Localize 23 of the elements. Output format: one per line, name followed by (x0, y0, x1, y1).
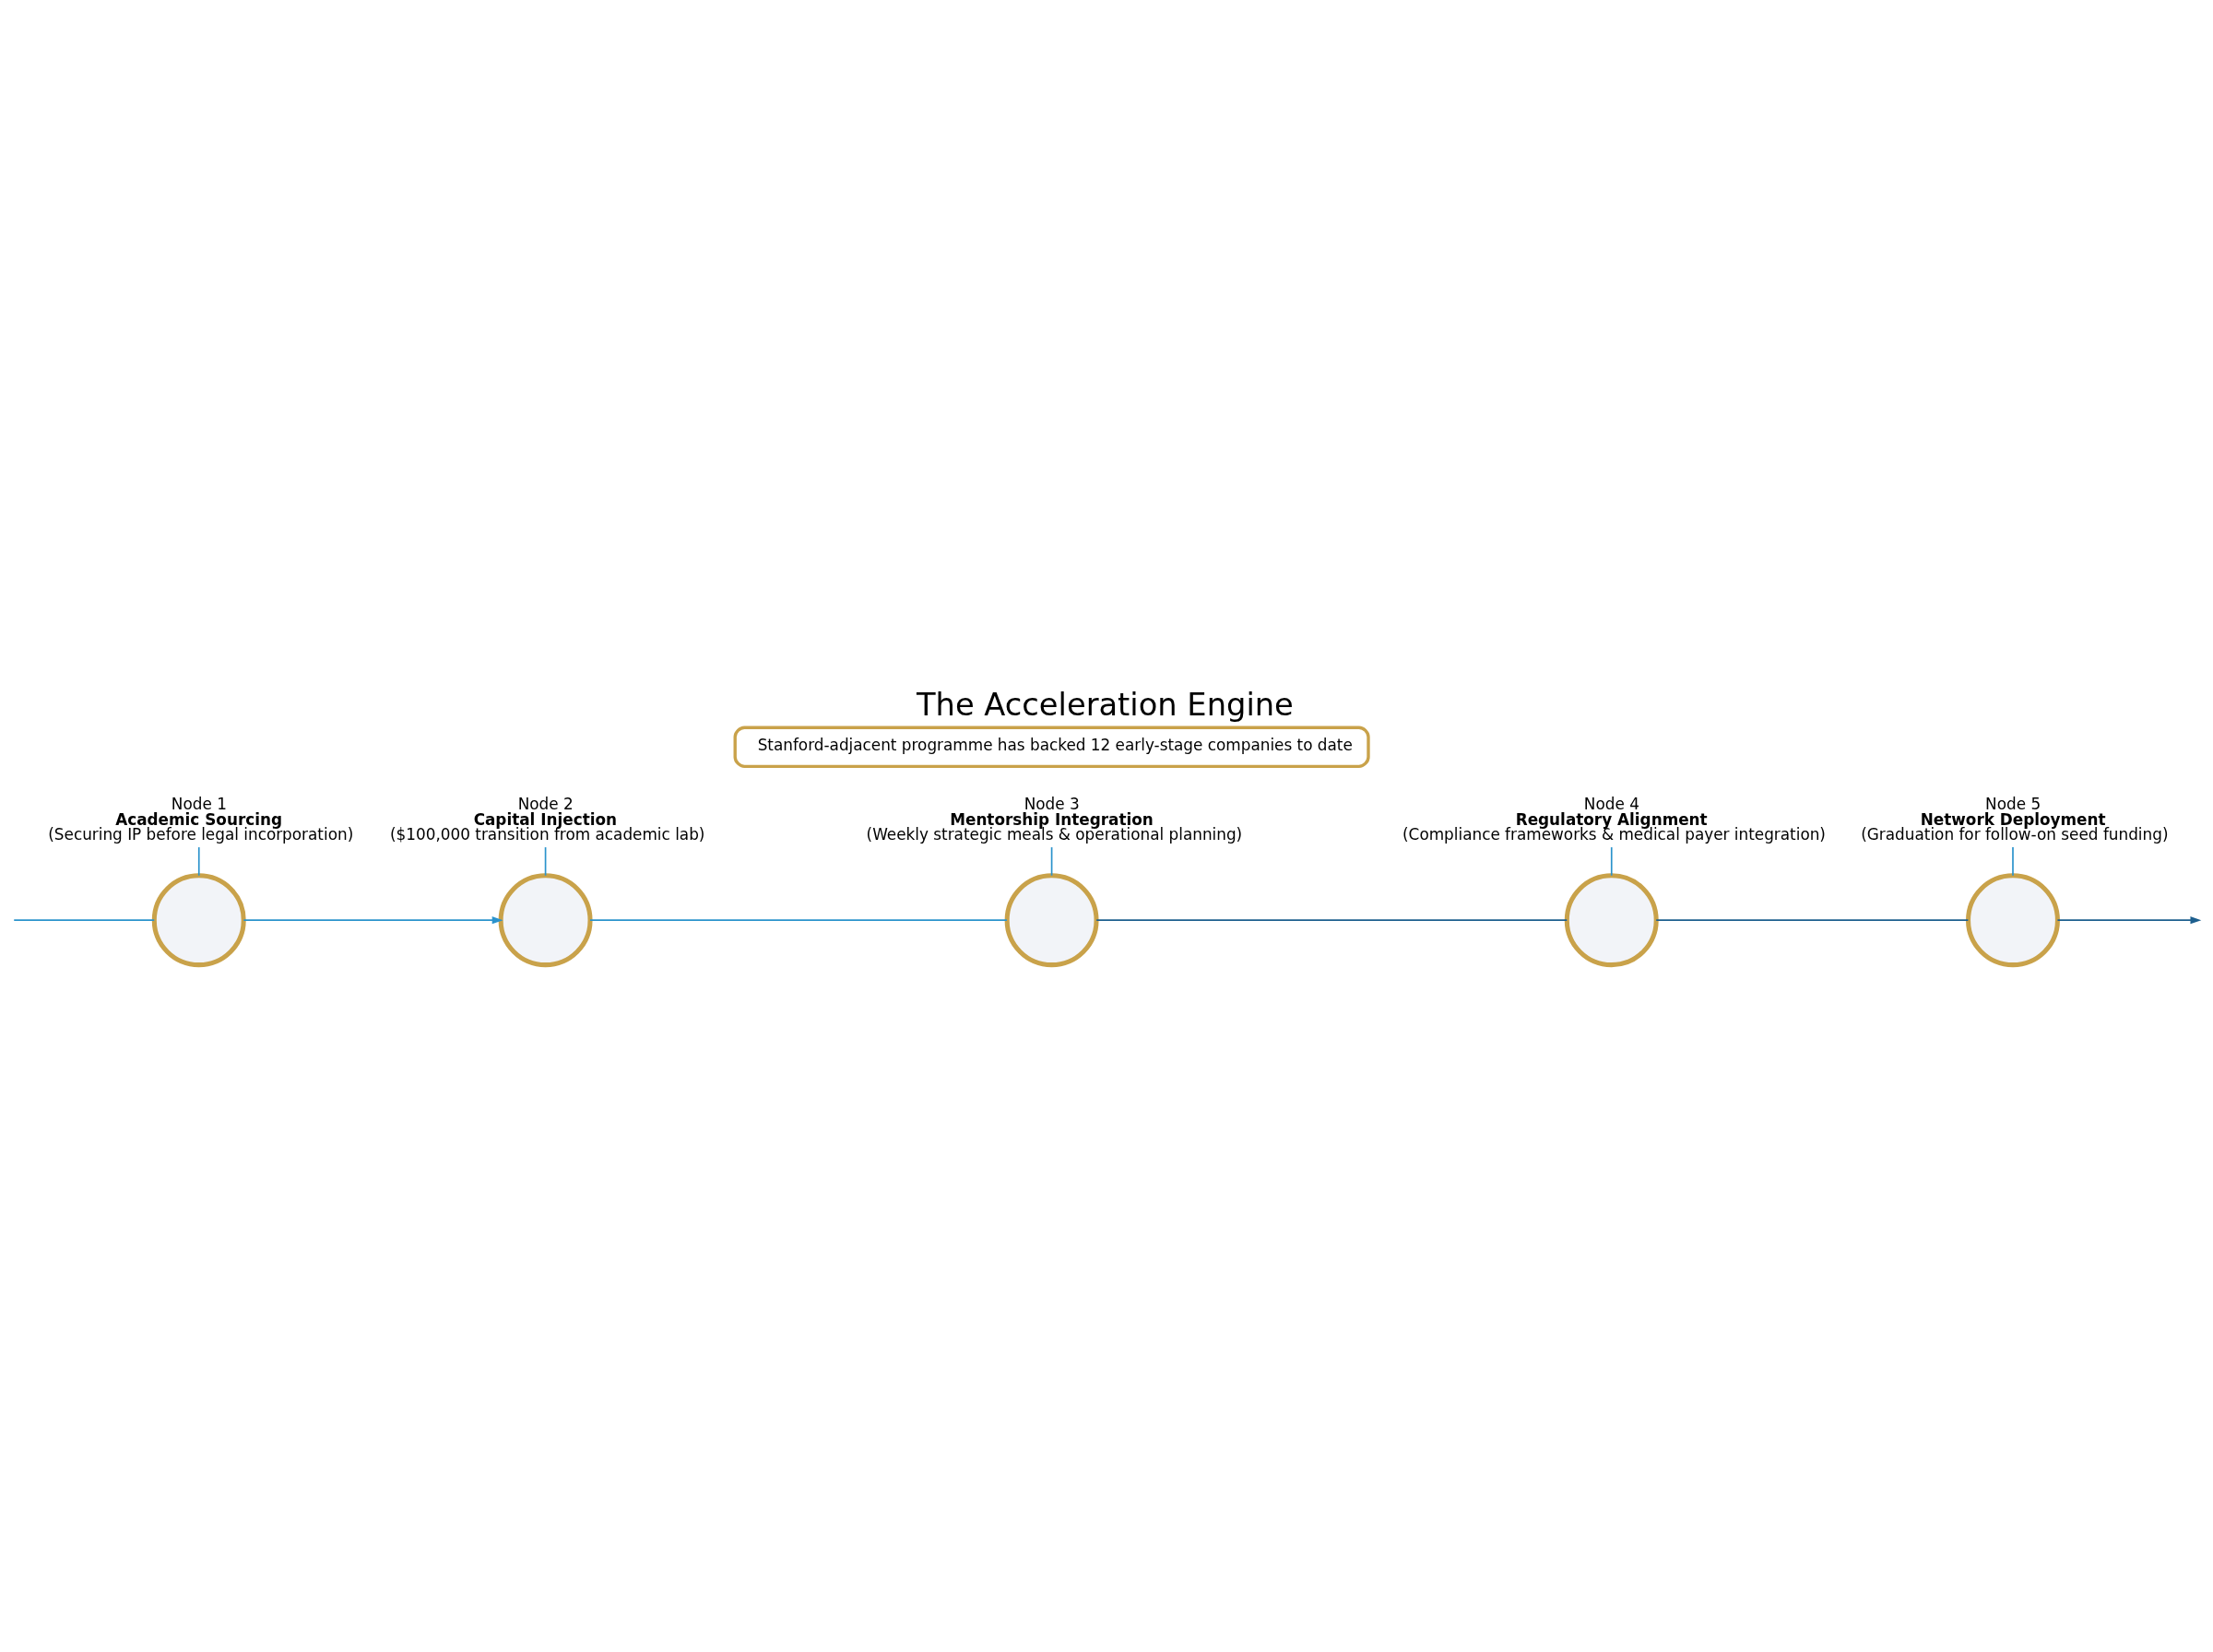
arrow (243, 916, 503, 925)
connector (1610, 846, 1613, 877)
node-circle (1966, 873, 2060, 968)
node-circle (1564, 873, 1659, 968)
node-circle (498, 873, 593, 968)
connector (1050, 846, 1053, 877)
connector (589, 919, 1008, 922)
node-text: Node 2 Capital Injection ($100,000 transition from academic lab) (390, 794, 705, 844)
node-circle (1004, 873, 1099, 968)
node-text: Node 1 Academic Sourcing (Securing IP before legal incorporation) (48, 794, 354, 844)
node-box: Stanford-adjacent programme has backed 12 early-stage companies to date (733, 726, 1370, 768)
connector (197, 846, 200, 877)
connector (544, 846, 547, 877)
connector (13, 919, 156, 922)
connector (2012, 846, 2014, 877)
node-circle (151, 873, 246, 968)
node-text: Node 3 Mentorship Integration (Weekly strategic meals & operational planning) (866, 794, 1243, 844)
node-text: Node 4 Regulatory Alignment (Compliance frameworks & medical payer integration) (1402, 794, 1826, 844)
diagram-title: The Acceleration Engine (916, 686, 1294, 723)
arrow (2056, 916, 2202, 925)
connector (1095, 919, 1568, 922)
node-text: Node 5 Network Deployment (Graduation for follow-on seed funding) (1861, 794, 2169, 844)
connector (1655, 919, 1970, 922)
